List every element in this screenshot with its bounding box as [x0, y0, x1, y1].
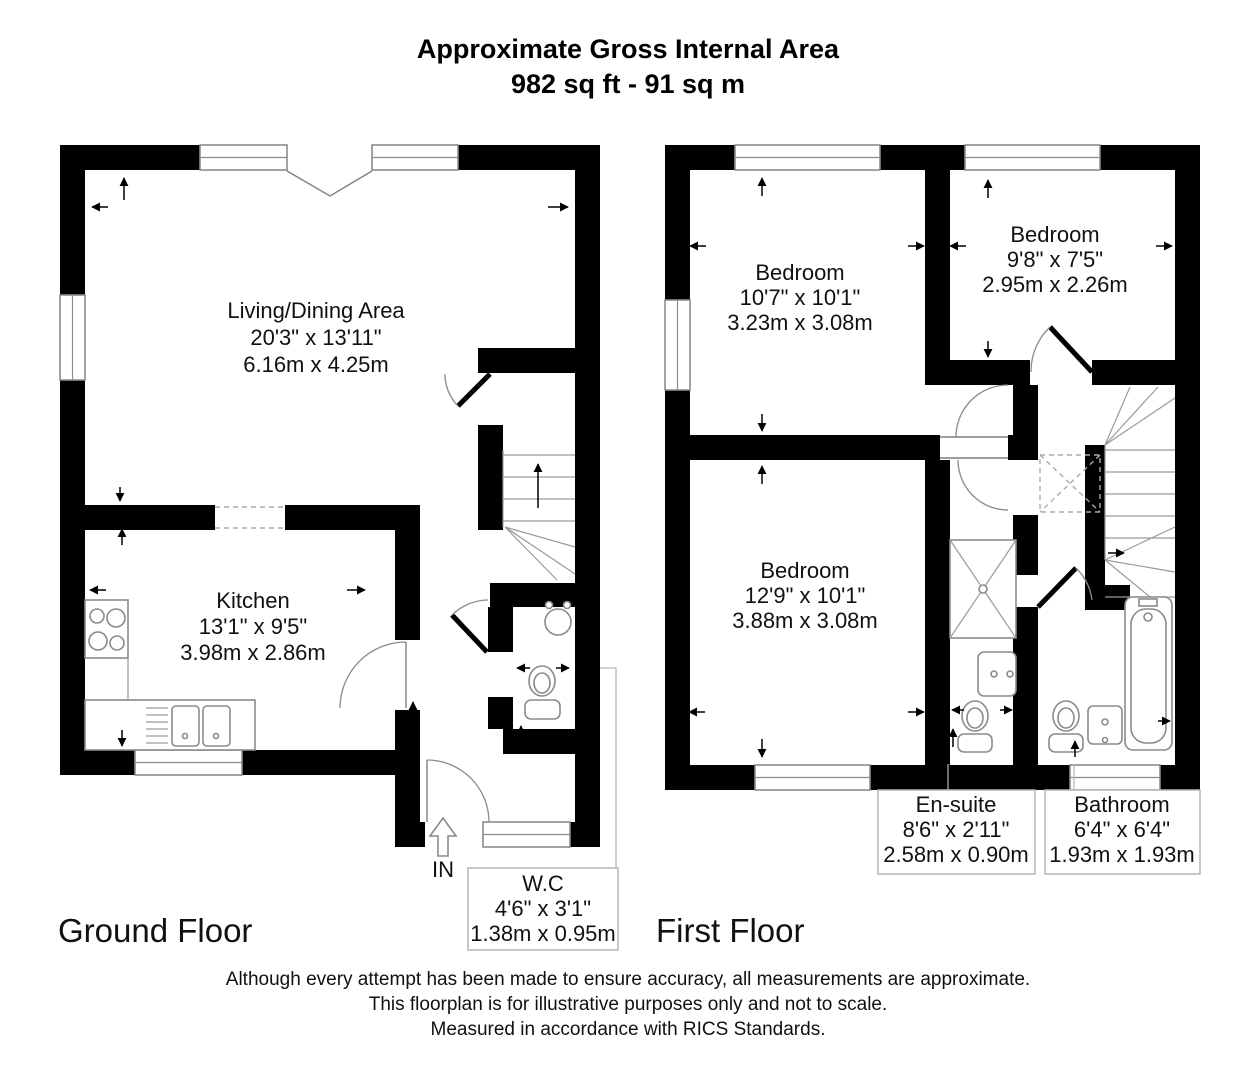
dashed-opening — [215, 506, 285, 529]
kitchen-sink-icon — [84, 658, 256, 751]
room-label-living-metric: 6.16m x 4.25m — [243, 352, 389, 377]
wc-callout-box — [467, 867, 619, 951]
room-label-living-name: Living/Dining Area — [227, 298, 405, 323]
room-label-kitchen-imperial: 13'1" x 9'5" — [199, 614, 307, 639]
entrance-label: IN — [432, 857, 454, 882]
room-label-wc-name: W.C — [522, 871, 564, 896]
bay-chevron — [286, 170, 373, 197]
title-line1: Approximate Gross Internal Area — [417, 34, 840, 64]
bathtub-icon — [1124, 596, 1173, 751]
ensuite-callout-box — [877, 789, 1036, 875]
leader-line-wc — [600, 667, 617, 868]
entrance-arrow-icon — [428, 816, 458, 857]
room-label-bedroom1-metric: 3.23m x 3.08m — [727, 310, 873, 335]
bathroom-toilet-icon — [1048, 700, 1084, 753]
shower-icon — [949, 539, 1017, 639]
room-label-kitchen-metric: 3.98m x 2.86m — [180, 640, 326, 665]
room-label-bedroom2-metric: 2.95m x 2.26m — [982, 272, 1128, 297]
staircase — [1104, 386, 1176, 598]
ensuite-toilet-icon — [957, 700, 993, 753]
dimension-arrows — [688, 177, 1173, 758]
room-label-living-imperial: 20'3" x 13'11" — [250, 325, 381, 350]
room-label-bedroom3-imperial: 12'9" x 10'1" — [745, 583, 866, 608]
room-label-kitchen-name: Kitchen — [216, 588, 289, 613]
room-label-bedroom1-name: Bedroom — [755, 260, 844, 285]
first-floor-title: First Floor — [656, 912, 805, 949]
walls — [665, 145, 1200, 790]
room-label-bedroom2-imperial: 9'8" x 7'5" — [1007, 247, 1103, 272]
staircase — [502, 450, 576, 581]
hob-icon — [84, 599, 129, 659]
door-swings — [940, 325, 1094, 609]
room-label-ensuite-name: En-suite — [916, 792, 997, 817]
disclaimer-line3: Measured in accordance with RICS Standar… — [431, 1019, 826, 1040]
window — [664, 144, 1161, 791]
room-label-bedroom2-name: Bedroom — [1010, 222, 1099, 247]
room-label-ensuite-imperial: 8'6" x 2'11" — [903, 817, 1010, 842]
walls — [60, 145, 600, 847]
toilet-icon — [524, 665, 561, 720]
ensuite-basin-icon — [977, 651, 1017, 697]
door-swings — [339, 372, 492, 823]
loft-hatch — [1039, 454, 1101, 513]
room-label-bathroom-metric: 1.93m x 1.93m — [1049, 842, 1195, 867]
title-line2: 982 sq ft - 91 sq m — [511, 69, 745, 99]
dimension-arrows — [89, 177, 570, 747]
ground-floor-title: Ground Floor — [58, 912, 252, 949]
wc-basin-icon — [544, 600, 572, 636]
bathroom-callout-box — [1044, 789, 1201, 875]
bathroom-basin-icon — [1087, 705, 1123, 745]
room-label-wc-imperial: 4'6" x 3'1" — [495, 896, 591, 921]
window — [59, 144, 571, 848]
room-label-bedroom3-metric: 3.88m x 3.08m — [732, 608, 878, 633]
room-label-ensuite-metric: 2.58m x 0.90m — [883, 842, 1029, 867]
disclaimer-line2: This floorplan is for illustrative purpo… — [369, 994, 888, 1015]
room-label-bathroom-imperial: 6'4" x 6'4" — [1074, 817, 1170, 842]
first-floor-plan: Bedroom 10'7" x 10'1" 3.23m x 3.08m Bedr… — [656, 144, 1201, 949]
disclaimer-line1: Although every attempt has been made to … — [226, 969, 1030, 990]
room-label-bathroom-name: Bathroom — [1074, 792, 1169, 817]
room-label-bedroom1-imperial: 10'7" x 10'1" — [740, 285, 861, 310]
room-label-bedroom3-name: Bedroom — [760, 558, 849, 583]
room-label-wc-metric: 1.38m x 0.95m — [470, 921, 616, 946]
ground-floor-plan: IN Living/Dining Area 20'3" x 13'11" 6.1… — [58, 144, 619, 951]
